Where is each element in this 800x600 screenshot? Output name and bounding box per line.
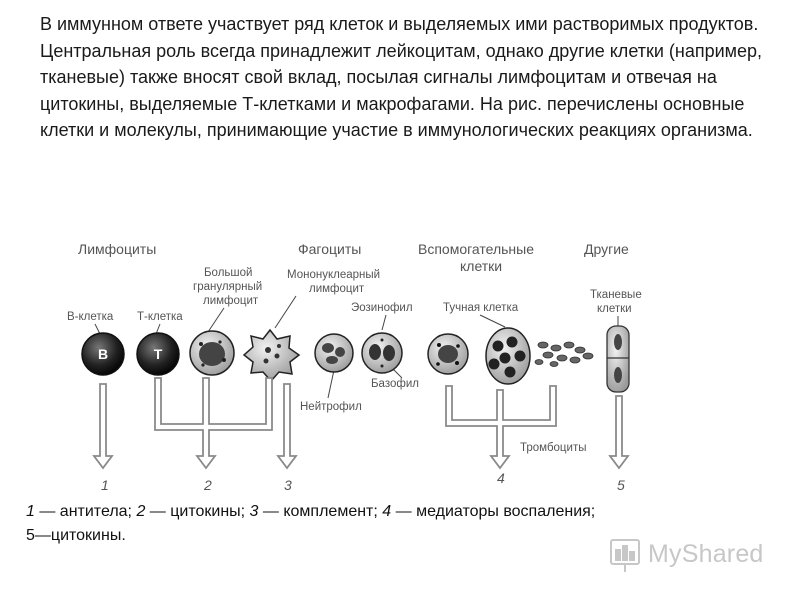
- legend-text-1: — антитела;: [34, 503, 137, 520]
- label-mast-cell: Тучная клетка: [443, 302, 519, 314]
- legend-text-4: — медиаторы воспаления;: [391, 503, 596, 520]
- t-cell-symbol: T: [154, 346, 163, 362]
- intro-paragraph: В иммунном ответе участвует ряд клеток и…: [40, 14, 763, 140]
- legend-num-4: 4: [382, 503, 392, 520]
- arrow-5: [608, 395, 630, 470]
- output-3: 3: [284, 477, 292, 493]
- output-4: 4: [497, 470, 505, 486]
- label-t-cell: Т-клетка: [137, 311, 183, 323]
- label-tissue-2: клетки: [597, 303, 632, 315]
- legend-num-3: 3: [249, 503, 259, 520]
- label-eosinophil: Эозинофил: [351, 302, 413, 314]
- arrow-2: [154, 377, 273, 470]
- basophil: [427, 333, 469, 375]
- watermark: MyShared: [648, 540, 764, 568]
- large-granular-lymphocyte: [189, 330, 235, 376]
- label-lgl-1: Большой: [204, 267, 252, 279]
- label-basophil: Базофил: [371, 378, 419, 390]
- output-2: 2: [203, 477, 212, 493]
- arrow-4: [445, 385, 557, 470]
- label-lgl-2: гранулярный: [193, 281, 262, 293]
- group-phagocytes: Фагоциты: [298, 241, 361, 257]
- legend-line-2: 5—цитокины.: [26, 527, 126, 544]
- output-5: 5: [617, 477, 625, 493]
- output-1: 1: [101, 477, 109, 493]
- neutrophil: [314, 333, 354, 373]
- arrow-3: [276, 383, 298, 470]
- group-other: Другие: [584, 241, 629, 257]
- group-auxiliary-line1: Вспомогательные: [418, 241, 534, 257]
- label-b-cell: В-клетка: [67, 311, 114, 323]
- label-mono-2: лимфоцит: [309, 283, 365, 295]
- t-cell: T: [136, 332, 180, 376]
- tissue-cells: [606, 325, 630, 393]
- arrow-1: [92, 383, 114, 470]
- mast-cell: [485, 327, 531, 385]
- legend-text-2: — цитокины;: [145, 503, 250, 520]
- legend-num-1: 1: [26, 503, 35, 520]
- b-cell-symbol: B: [98, 346, 108, 362]
- label-lgl-3: лимфоцит: [203, 295, 259, 307]
- group-auxiliary-line2: клетки: [460, 258, 502, 274]
- b-cell: B: [81, 332, 125, 376]
- eosinophil: [361, 332, 403, 374]
- label-tissue-1: Тканевые: [590, 289, 642, 301]
- platelets: [534, 341, 594, 367]
- macrophage: [242, 328, 301, 383]
- legend-text-3: — комплемент;: [258, 503, 383, 520]
- label-neutrophil: Нейтрофил: [300, 401, 362, 413]
- label-platelets: Тромбоциты: [520, 442, 586, 454]
- myshared-logo-icon: [610, 539, 640, 572]
- legend-num-2: 2: [136, 503, 146, 520]
- diagram-legend: 1 — антитела; 2 — цитокины; 3 — комплеме…: [26, 500, 786, 548]
- group-lymphocytes: Лимфоциты: [78, 241, 156, 257]
- label-mono-1: Мононуклеарный: [287, 269, 380, 281]
